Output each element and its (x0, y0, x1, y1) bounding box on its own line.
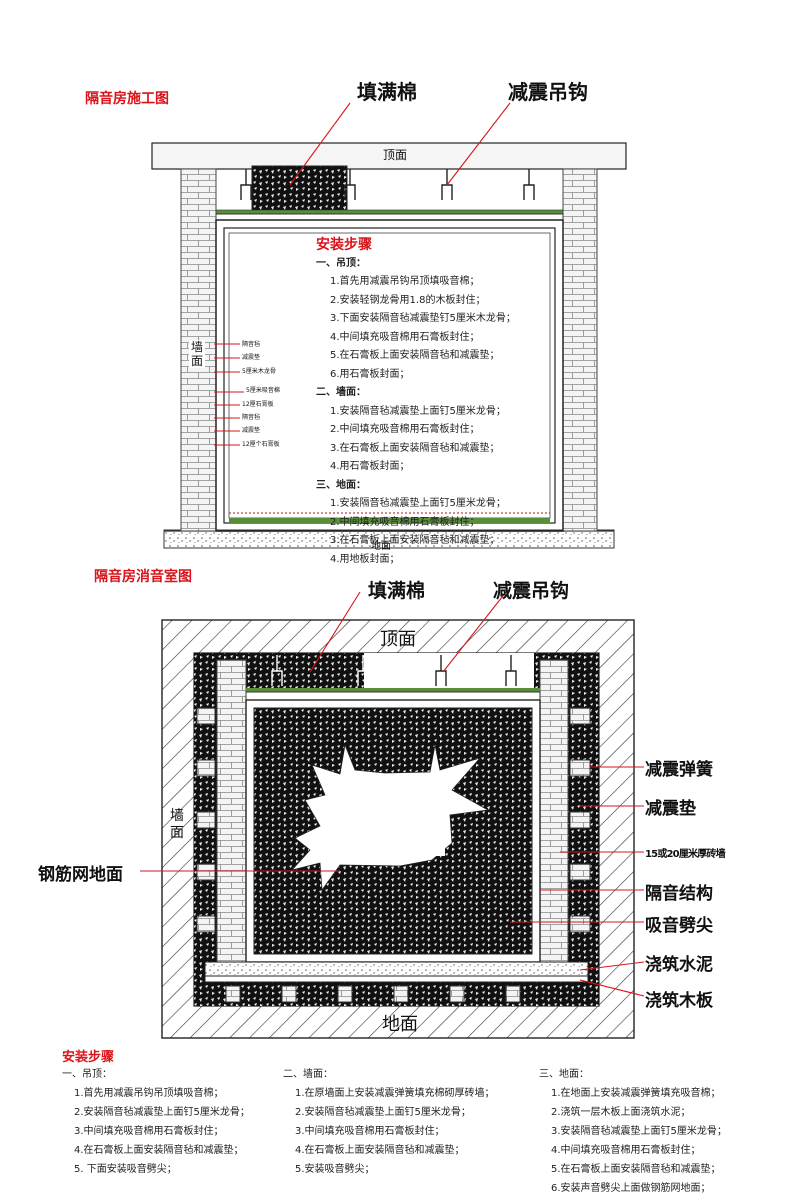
top-right-brick-wall (562, 168, 598, 532)
top-group-0-item-5: 6.用石膏板封面； (330, 368, 410, 380)
top-layer-1: 减震垫 (242, 354, 261, 362)
bottom-column-1: 二、墙面： 1.在原墙面上安装减震弹簧填充棉砌厚砖墙； 2.安装隔音毡减震垫上面… (283, 1065, 495, 1179)
bottom-springs (196, 707, 591, 933)
top-ground (163, 529, 615, 549)
top-diagram (151, 102, 627, 549)
top-room-frame (215, 219, 564, 532)
bottom-label-mesh: 钢筋网地面 (38, 865, 123, 885)
bottom-steps-title: 安装步骤 (62, 1050, 115, 1065)
bottom-column-1-item-0: 1.在原墙面上安装减震弹簧填充棉砌厚砖墙； (295, 1088, 495, 1099)
bottom-column-2-item-2: 3.安装隔音毡减震垫上面钉5厘米龙骨； (551, 1126, 727, 1137)
top-layer-7: 12厘个石膏板 (242, 440, 280, 448)
top-group-1-label: 二、墙面： (316, 387, 366, 398)
bottom-wall-label: 墙面 (170, 808, 184, 841)
top-layer-2: 5厘米木龙骨 (242, 367, 276, 375)
top-group-2-item-2: 3.在石膏板上面安装隔音毡和减震垫； (330, 535, 500, 546)
top-layer-4: 12厘石膏板 (242, 400, 274, 408)
top-layer-3: 5厘米吸音棉 (246, 387, 280, 395)
top-group-2-item-0: 1.安装隔音毡减震垫上面钉5厘米龙骨； (330, 498, 506, 509)
bottom-column-1-label: 二、墙面： (283, 1069, 333, 1080)
top-callout-hook: 减震吊钩 (508, 80, 588, 104)
bottom-ceiling-label: 顶面 (380, 629, 416, 650)
bottom-column-2-item-4: 5.在石膏板上面安装隔音毡和减震垫； (551, 1164, 721, 1175)
top-group-0-item-3: 4.中间填充吸音棉用石膏板封住； (330, 331, 480, 343)
top-layer-leaders (214, 343, 244, 446)
bottom-label-structure: 隔音结构 (645, 884, 713, 904)
top-group-2-label: 三、地面： (316, 479, 366, 491)
bottom-diagram-title: 隔音房消音室图 (94, 569, 192, 585)
bottom-column-0: 一、吊顶： 1.首先用减震吊钩吊顶填吸音棉； 2.安装隔音毡减震垫上面钉5厘米龙… (62, 1065, 250, 1179)
bottom-label-pad: 减震垫 (645, 799, 696, 819)
bottom-left-brick (216, 659, 247, 971)
bottom-label-brick: 15或20厘米厚砖墙 (645, 849, 726, 860)
bottom-column-2-item-0: 1.在地面上安装减震弹簧填充吸音棉； (551, 1088, 721, 1099)
top-layer-0: 隔音毡 (242, 341, 261, 348)
bottom-column-1-item-3: 4.在石膏板上面安装隔音毡和减震垫； (295, 1145, 465, 1156)
bottom-column-0-item-1: 2.安装隔音毡减震垫上面钉5厘米龙骨； (74, 1107, 250, 1118)
top-diagram-title: 隔音房施工图 (85, 91, 169, 107)
bottom-column-2-item-5: 6.安装声音劈尖上面做钢筋网地面； (551, 1183, 711, 1194)
top-callout-fill: 填满棉 (357, 80, 417, 104)
bottom-right-brick (539, 659, 569, 971)
bottom-column-2-item-1: 2.浇筑一层木板上面浇筑水泥； (551, 1107, 691, 1118)
top-group-0-item-4: 5.在石膏板上面安装隔音毡和减震垫； (330, 350, 500, 361)
bottom-column-2-label: 三、地面： (539, 1069, 589, 1080)
top-steps: 安装步骤 一、吊顶： 1.首先用减震吊钩吊顶填吸音棉； 2.安装轻钢龙骨用1.8… (316, 236, 516, 569)
top-group-0-item-0: 1.首先用减震吊钩吊顶填吸音棉； (330, 276, 480, 287)
bottom-column-1-item-1: 2.安装隔音毡减震垫上面钉5厘米龙骨； (295, 1107, 471, 1118)
bottom-callout-hook: 减震吊钩 (493, 580, 570, 602)
bottom-column-0-item-4: 5. 下面安装吸音劈尖； (74, 1164, 177, 1175)
top-steps-title: 安装步骤 (316, 237, 372, 253)
top-group-1-item-1: 2.中间填充吸音棉用石膏板封住； (330, 424, 480, 435)
top-ceiling-label: 顶面 (382, 148, 407, 162)
top-group-1-item-0: 1.安装隔音毡减震垫上面钉5厘米龙骨； (330, 405, 506, 417)
top-group-1-item-2: 3.在石膏板上面安装隔音毡和减震垫； (330, 442, 500, 454)
bottom-column-0-item-2: 3.中间填充吸音棉用石膏板封住； (74, 1126, 224, 1137)
top-group-1-item-3: 4.用石膏板封面； (330, 461, 410, 472)
top-group-2-item-3: 4.用地板封面； (330, 553, 400, 565)
bottom-label-wedge: 吸音劈尖 (645, 916, 713, 936)
top-ceiling-slab (151, 142, 627, 170)
bottom-column-1-item-2: 3.中间填充吸音棉用石膏板封住； (295, 1126, 445, 1137)
top-group-0-label: 一、吊顶： (316, 257, 366, 269)
top-layer-5: 隔音毡 (242, 414, 261, 422)
bottom-column-2-item-3: 4.中间填充吸音棉用石膏板封住； (551, 1145, 701, 1156)
bottom-floor-springs (225, 985, 521, 1003)
top-group-2-item-1: 2.中间填充吸音棉用石膏板封住； (330, 516, 480, 528)
top-wall-label: 墙面 (189, 340, 205, 368)
top-layer-list: 隔音毡 减震垫 5厘米木龙骨 5厘米吸音棉 12厘石膏板 隔音毡 减震垫 12厘… (242, 338, 280, 451)
bottom-column-0-label: 一、吊顶： (62, 1069, 112, 1080)
top-ceiling-fill (251, 165, 348, 212)
bottom-callout-fill: 填满棉 (368, 580, 426, 602)
bottom-diagram (140, 591, 645, 1039)
top-layer-6: 减震垫 (242, 427, 261, 435)
bottom-column-1-item-4: 5.安装吸音劈尖； (295, 1164, 375, 1175)
bottom-floor-label: 地面 (382, 1014, 418, 1035)
bottom-column-2: 三、地面： 1.在地面上安装减震弹簧填充吸音棉； 2.浇筑一层木板上面浇筑水泥；… (539, 1065, 727, 1198)
bottom-column-0-item-0: 1.首先用减震吊钩吊顶填吸音棉； (74, 1088, 224, 1099)
bottom-label-cement: 浇筑水泥 (645, 955, 713, 975)
bottom-cement-layer (204, 961, 589, 977)
top-group-0-item-1: 2.安装轻钢龙骨用1.8的木板封住； (330, 294, 486, 306)
bottom-hooks (271, 655, 369, 686)
top-floor-label: 地面 (371, 541, 391, 552)
bottom-label-spring: 减震弹簧 (645, 760, 713, 780)
bottom-label-board: 浇筑木板 (645, 991, 713, 1011)
top-hooks (240, 169, 535, 200)
bottom-column-0-item-3: 4.在石膏板上面安装隔音毡和减震垫； (74, 1145, 244, 1156)
bottom-leaders (140, 591, 645, 997)
top-group-0-item-2: 3.下面安装隔音毡减震垫钉5厘米木龙骨； (330, 313, 516, 324)
